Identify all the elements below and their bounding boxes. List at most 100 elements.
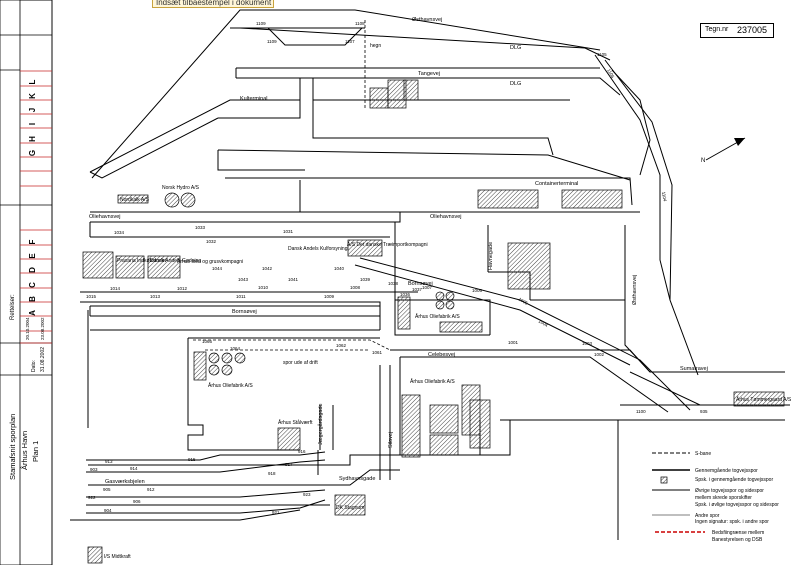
switch-label: 1043 [238,277,249,282]
switch-label: 1062 [336,343,347,348]
switch-label: 1001 [508,340,519,345]
switch-label: 1066 [202,339,213,344]
street-label: Containerterminal [535,181,578,187]
street-label: Kulterminal [240,96,268,102]
drawing-subtitle: Århus Havn [20,431,29,470]
switch-label: 1061 [372,350,383,355]
switch-label: 1009 [324,294,335,299]
switch-label: 1034 [114,230,125,235]
street-label: Celebesvej [428,352,455,358]
dashed-lines [193,20,391,351]
revisions-label: Rettelser: [10,294,16,320]
switch-label: 1010 [258,285,269,290]
building-label: Praxaria Indkøbsfoder [117,258,167,264]
switch-label: 918 [268,471,276,476]
building-label: Århus Stålværft [278,419,313,426]
building-label: Århus Tømmergaard A/S [736,396,792,403]
street-label: Jægergårdsgade [317,403,324,445]
street-label: Gasværksbjelen [105,479,145,485]
switch-label: 1002 [594,352,605,357]
street-label: Bornsøvej [408,281,433,287]
north-arrow-icon: N [701,137,746,164]
switch-label: 1105 [597,52,607,57]
grid-letter-cells [20,70,52,344]
building-label: A/S Det danske Træimportkompagni [347,242,428,248]
switch-label: 1109 [256,21,266,26]
switch-label: 917 [285,462,293,467]
hatched-buildings [82,79,785,564]
switch-label: 1041 [288,277,299,282]
switch-label: 1014 [110,286,121,291]
switch-label: 905 [103,487,111,492]
switch-label: 916 [298,449,306,454]
switch-label: 1012 [177,286,188,291]
grid-letter: F [28,239,37,244]
switch-label: 1109 [267,39,277,44]
legend-label: S-bane [695,451,711,457]
switch-label: 1100 [636,409,646,414]
switch-label: 1037 [412,287,423,292]
street-label: Sumatravej [680,366,708,372]
switch-label: 935 [700,409,708,414]
building-label: DK Stagnum [336,505,364,511]
switch-label: 1015 [86,294,97,299]
tooltip: Indsæt tilbaestempel i dokument [152,0,274,8]
street-label: DLG [510,81,521,87]
grid-letter: D [28,267,37,273]
drawing-number-box: Tegn.nr 237005 [700,23,774,38]
grid-letter: E [28,253,37,259]
switch-label: 1064 [230,346,241,351]
legend-label: Øvrige togvejsspor og sidespor [695,488,764,494]
building-label: Nordkalk A/S [120,197,150,203]
street-label: Oliehavnsvej [430,214,462,220]
switch-label: 1042 [262,266,273,271]
switch-label: 1038 [388,281,399,286]
building-label: Århus Oliefabrik A/S [415,313,460,320]
switch-label: 1044 [212,266,223,271]
building-label: spor ude af drift [283,360,318,366]
grid-letter: K [28,93,37,99]
storage-tanks [164,192,455,376]
street-label: Oliehavnsvej [89,214,121,220]
building-label: Norsk Hydro A/S [162,185,200,191]
legend-label: Banestyrelsen og DSB [712,537,763,543]
street-label: Tangevej [418,71,440,77]
switch-label: 914 [130,466,138,471]
switch-label: 1104 [661,191,668,202]
switch-label: 1005 [518,297,530,307]
switch-label: 1013 [150,294,161,299]
legend-label: Andre spor [695,513,720,519]
switch-label: 1036 [400,292,411,297]
drawing-plan: Plan 1 [31,441,40,462]
revision-date: 20.10.2004 [25,317,30,340]
switch-label: 912 [147,487,155,492]
switch-label: 913 [105,459,113,464]
grid-letter: H [28,136,37,142]
legend-label: Bedsfiingrænse mellem [712,530,764,536]
drawing-number: 237005 [737,25,768,35]
street-label: DLG [510,45,521,51]
switch-label: 1040 [334,266,345,271]
grid-letter: G [28,150,37,156]
building-label: Dansk Andels Kulforsyning [288,246,348,252]
switch-label: 1039 [360,277,371,282]
switch-label: 1106 [606,68,615,79]
switch-label: 904 [104,508,112,513]
legend-label: Spsk. i øvlige togvejsspor og sidespor [695,502,779,508]
building-label: Århus Oliefabrik A/S [410,378,455,385]
legend: S-bane Gennemgående togvejsspor Spsk. i … [652,451,779,543]
street-label: Havnegade [488,242,494,270]
svg-text:N: N [701,158,705,164]
grid-letter: J [28,108,37,112]
street-label: Bornsøvej [232,309,257,315]
switch-label: 1008 [350,285,361,290]
date-value: 31.08.2002 [40,347,46,372]
grid-letter: I [28,123,37,125]
switch-label: 903 [90,467,98,472]
street-label: Østhavnsvej [412,17,442,23]
switch-label: 906 [133,499,141,504]
legend-label: Gennemgående togvejsspor [695,467,758,474]
legend-label: Spsk. i gennemgående togvejsspor [695,476,773,483]
